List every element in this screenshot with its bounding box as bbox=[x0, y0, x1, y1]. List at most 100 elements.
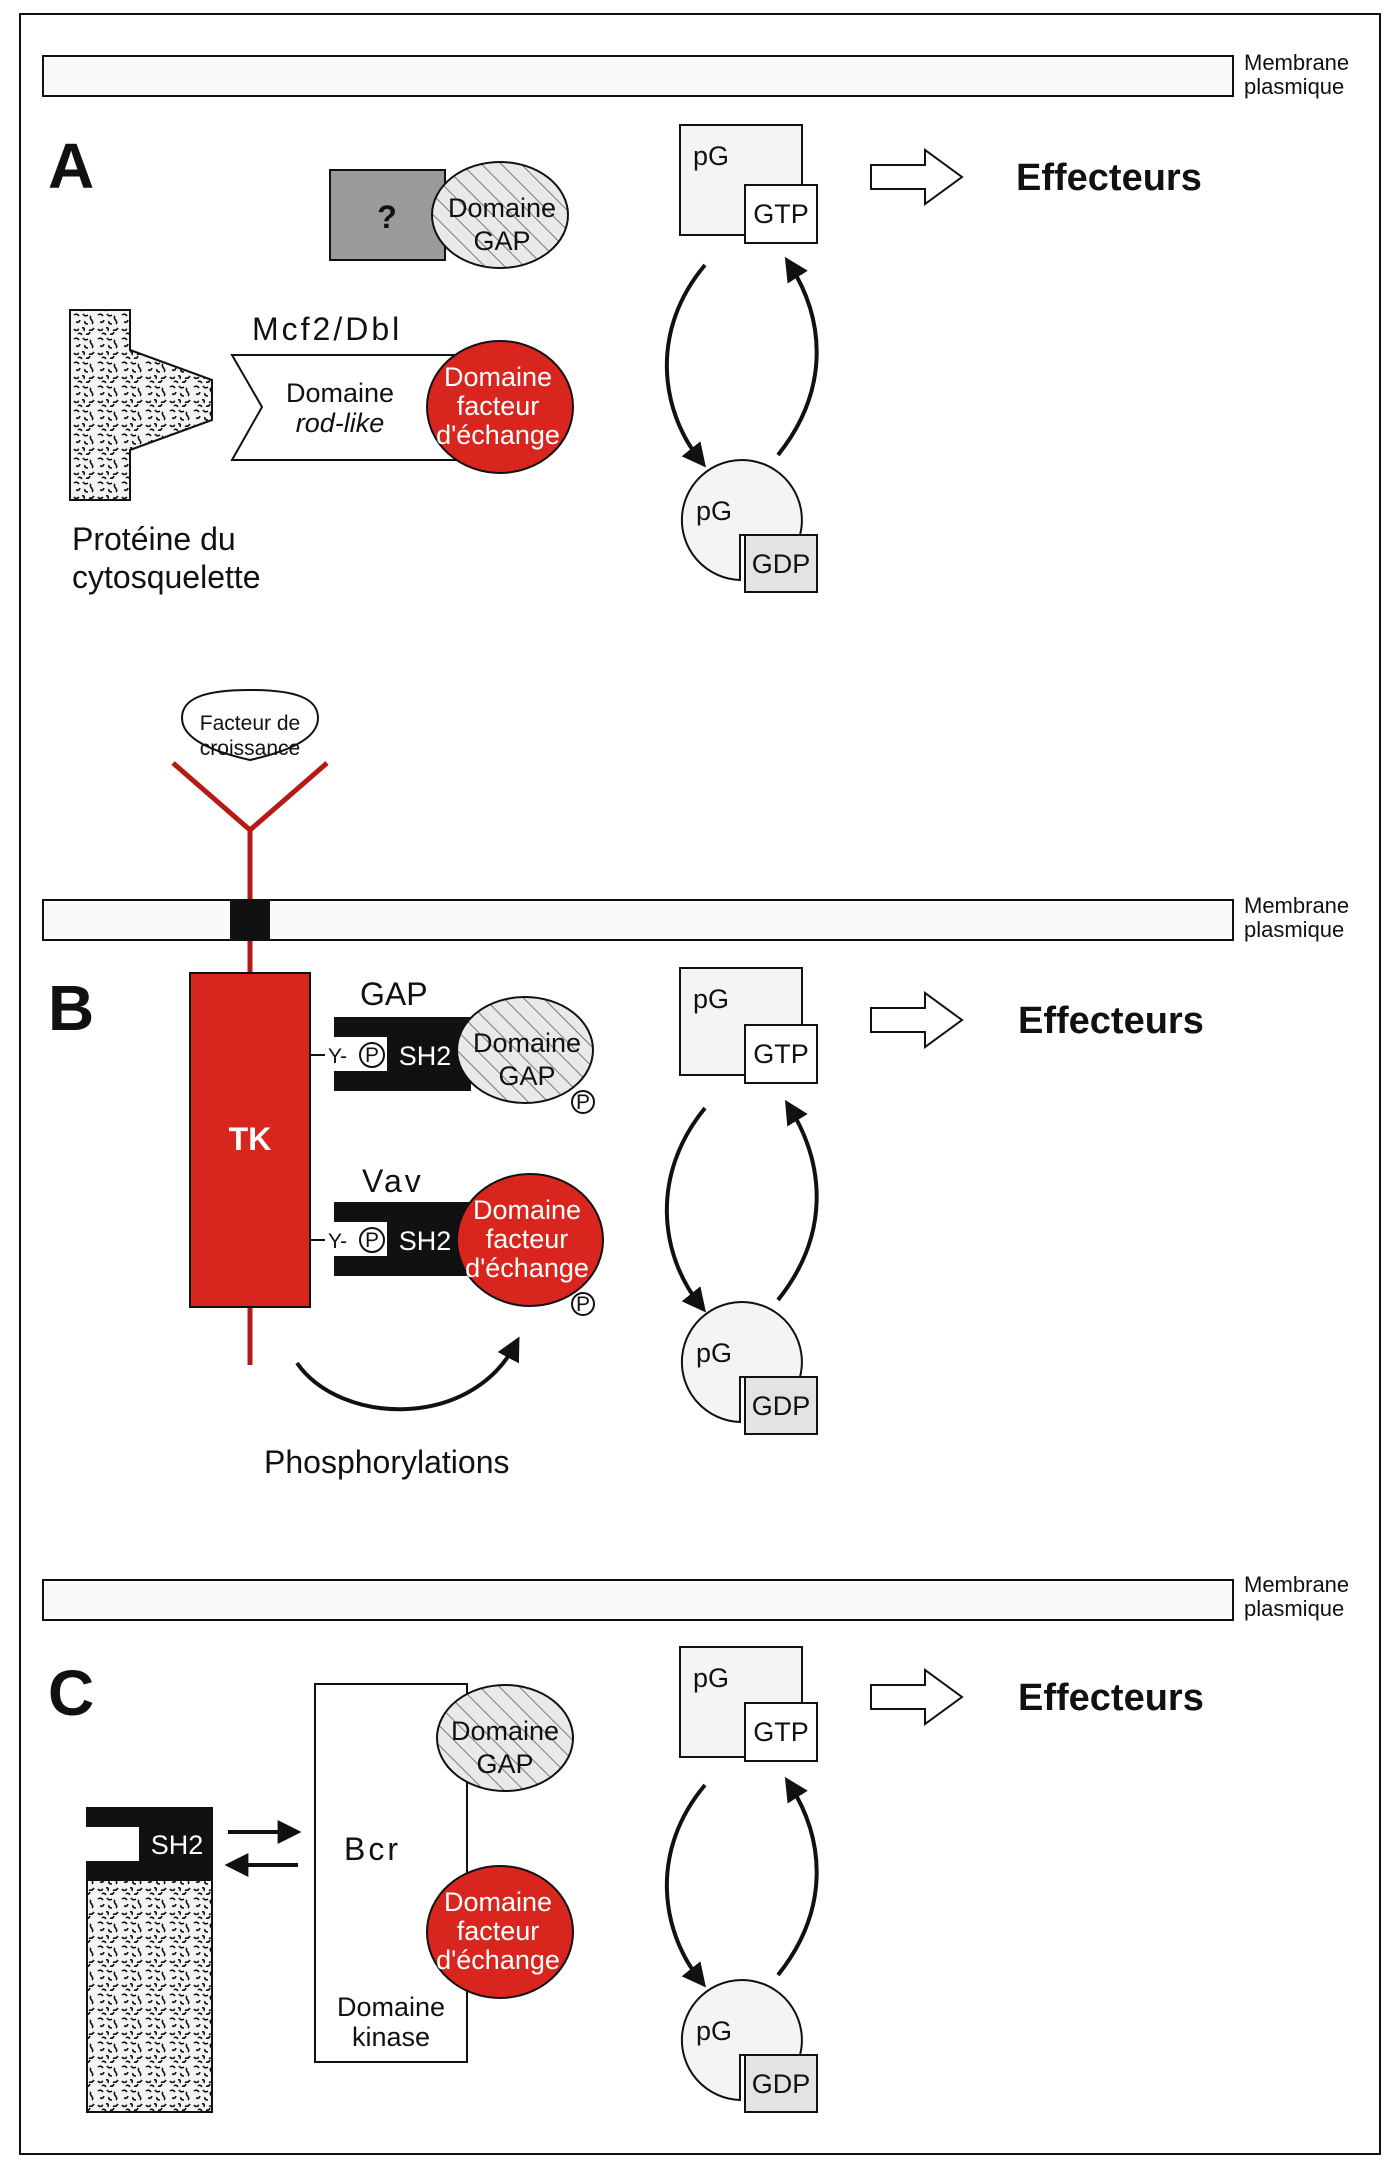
rod-like-domain bbox=[230, 354, 471, 461]
cytoskeleton-label: Protéine du bbox=[72, 521, 236, 557]
kinase-label: Domaine bbox=[337, 1992, 445, 2022]
effectors-label: Effecteurs bbox=[1016, 157, 1202, 199]
phospho-label: P bbox=[576, 1091, 590, 1114]
effector-arrow bbox=[870, 148, 964, 206]
pg-label: pG bbox=[696, 2016, 732, 2046]
gap-domain bbox=[456, 996, 594, 1104]
gap-protein-label: GAP bbox=[360, 976, 428, 1012]
sh2-label: SH2 bbox=[151, 1830, 204, 1860]
gtp-box bbox=[744, 184, 818, 244]
gtp-box bbox=[744, 1024, 818, 1084]
membrane-label: Membrane bbox=[1244, 893, 1349, 918]
panel-letter: B bbox=[48, 972, 94, 1044]
exchange-factor-label: Domaine bbox=[444, 362, 552, 392]
outer-frame bbox=[19, 13, 1381, 2155]
exchange-factor-label: d'échange bbox=[465, 1253, 589, 1283]
gap-domain-label: Domaine bbox=[473, 1028, 581, 1058]
exchange-factor-label: facteur bbox=[486, 1224, 569, 1254]
panel-b: Facteur de croissance Membrane plasmique… bbox=[42, 688, 1349, 1480]
growth-factor-label: croissance bbox=[200, 737, 300, 760]
membrane-bar bbox=[42, 55, 1234, 97]
phospho-label: P bbox=[365, 1229, 379, 1252]
cycle-arrow-up bbox=[776, 1776, 819, 1977]
exchange-factor-label: facteur bbox=[457, 1916, 540, 1946]
effectors-label: Effecteurs bbox=[1018, 1677, 1204, 1719]
y-label: Y- bbox=[328, 1045, 347, 1068]
cytoskeleton-protein bbox=[69, 309, 213, 501]
gdp-box bbox=[744, 534, 818, 593]
exchange-factor-label: Domaine bbox=[444, 1887, 552, 1917]
panel-letter: A bbox=[48, 130, 94, 202]
effector-arrow bbox=[870, 991, 964, 1049]
cycle-arrow-up bbox=[776, 1099, 819, 1302]
tk-label: TK bbox=[229, 1121, 272, 1157]
gap-domain bbox=[431, 161, 569, 269]
exchange-factor-label: d'échange bbox=[436, 1945, 560, 1975]
exchange-factor-domain bbox=[426, 1865, 574, 1999]
gap-domain-label: GAP bbox=[498, 1061, 555, 1091]
rod-like-label: rod-like bbox=[296, 408, 385, 438]
unknown-domain bbox=[329, 169, 446, 261]
tyrosine-kinase-domain bbox=[189, 972, 311, 1308]
cycle-arrow-down bbox=[664, 263, 707, 468]
gdp-box bbox=[744, 1376, 818, 1435]
gap-domain-label: Domaine bbox=[451, 1716, 559, 1746]
gtp-label: GTP bbox=[753, 1039, 809, 1069]
membrane-bar bbox=[42, 1579, 1234, 1621]
pg-label: pG bbox=[693, 1663, 729, 1693]
gtp-label: GTP bbox=[753, 199, 809, 229]
phospho-circle bbox=[571, 1292, 595, 1316]
effectors-label: Effecteurs bbox=[1018, 1000, 1204, 1042]
membrane-label: Membrane bbox=[1244, 1572, 1349, 1597]
exchange-factor-domain bbox=[426, 340, 574, 474]
pg-gdp-protein bbox=[680, 459, 803, 582]
gtp-box bbox=[744, 1702, 818, 1762]
gdp-label: GDP bbox=[752, 549, 811, 579]
phospho-circle bbox=[359, 1042, 385, 1068]
rod-like-label: Domaine bbox=[286, 378, 394, 408]
panel-a: Membrane plasmique A ? Domaine GAP Proté… bbox=[42, 50, 1349, 595]
membrane-label: plasmique bbox=[1244, 1596, 1344, 1621]
gap-domain bbox=[436, 1684, 574, 1792]
phospho-label: P bbox=[365, 1044, 379, 1067]
cytoskeleton-label: cytosquelette bbox=[72, 559, 261, 595]
effector-arrow bbox=[870, 1668, 964, 1726]
gap-domain-label: GAP bbox=[476, 1749, 533, 1779]
panel-letter: C bbox=[48, 1657, 94, 1729]
mcf2-dbl-label: Mcf2/Dbl bbox=[252, 311, 402, 347]
panel-c: Membrane plasmique C SH2 Bcr Domaine kin… bbox=[42, 1572, 1349, 2113]
pg-gtp-protein bbox=[679, 124, 803, 236]
phospho-circle bbox=[359, 1227, 385, 1253]
y-label: Y- bbox=[328, 1230, 347, 1253]
phospho-label: P bbox=[576, 1293, 590, 1316]
pg-gdp-protein bbox=[680, 1301, 803, 1424]
exchange-factor-label: facteur bbox=[457, 391, 540, 421]
gdp-label: GDP bbox=[752, 2069, 811, 2099]
membrane-label: plasmique bbox=[1244, 74, 1344, 99]
unknown-mark: ? bbox=[377, 199, 397, 235]
phosphorylations-label: Phosphorylations bbox=[264, 1444, 509, 1480]
pg-label: pG bbox=[696, 496, 732, 526]
phosphorylation-arrow bbox=[295, 1336, 520, 1412]
sh2-label: SH2 bbox=[399, 1226, 452, 1256]
transmembrane-segment bbox=[230, 900, 270, 940]
gdp-label: GDP bbox=[752, 1391, 811, 1421]
membrane-label: plasmique bbox=[1244, 917, 1344, 942]
phospho-circle bbox=[571, 1090, 595, 1114]
cycle-arrow-down bbox=[664, 1783, 707, 1988]
pg-gdp-protein bbox=[680, 1979, 803, 2102]
cycle-arrow-up bbox=[776, 256, 819, 457]
sh2-domain bbox=[86, 1807, 213, 1881]
exchange-factor-label: Domaine bbox=[473, 1195, 581, 1225]
sh2-label: SH2 bbox=[399, 1041, 452, 1071]
gap-domain-label: GAP bbox=[473, 226, 530, 256]
membrane-label: Membrane bbox=[1244, 50, 1349, 75]
growth-factor bbox=[180, 688, 320, 762]
pg-label: pG bbox=[693, 984, 729, 1014]
gtp-label: GTP bbox=[753, 1717, 809, 1747]
exchange-factor-label: d'échange bbox=[436, 420, 560, 450]
pg-label: pG bbox=[696, 1338, 732, 1368]
cycle-arrow-down bbox=[664, 1106, 707, 1313]
gap-domain-label: Domaine bbox=[448, 193, 556, 223]
